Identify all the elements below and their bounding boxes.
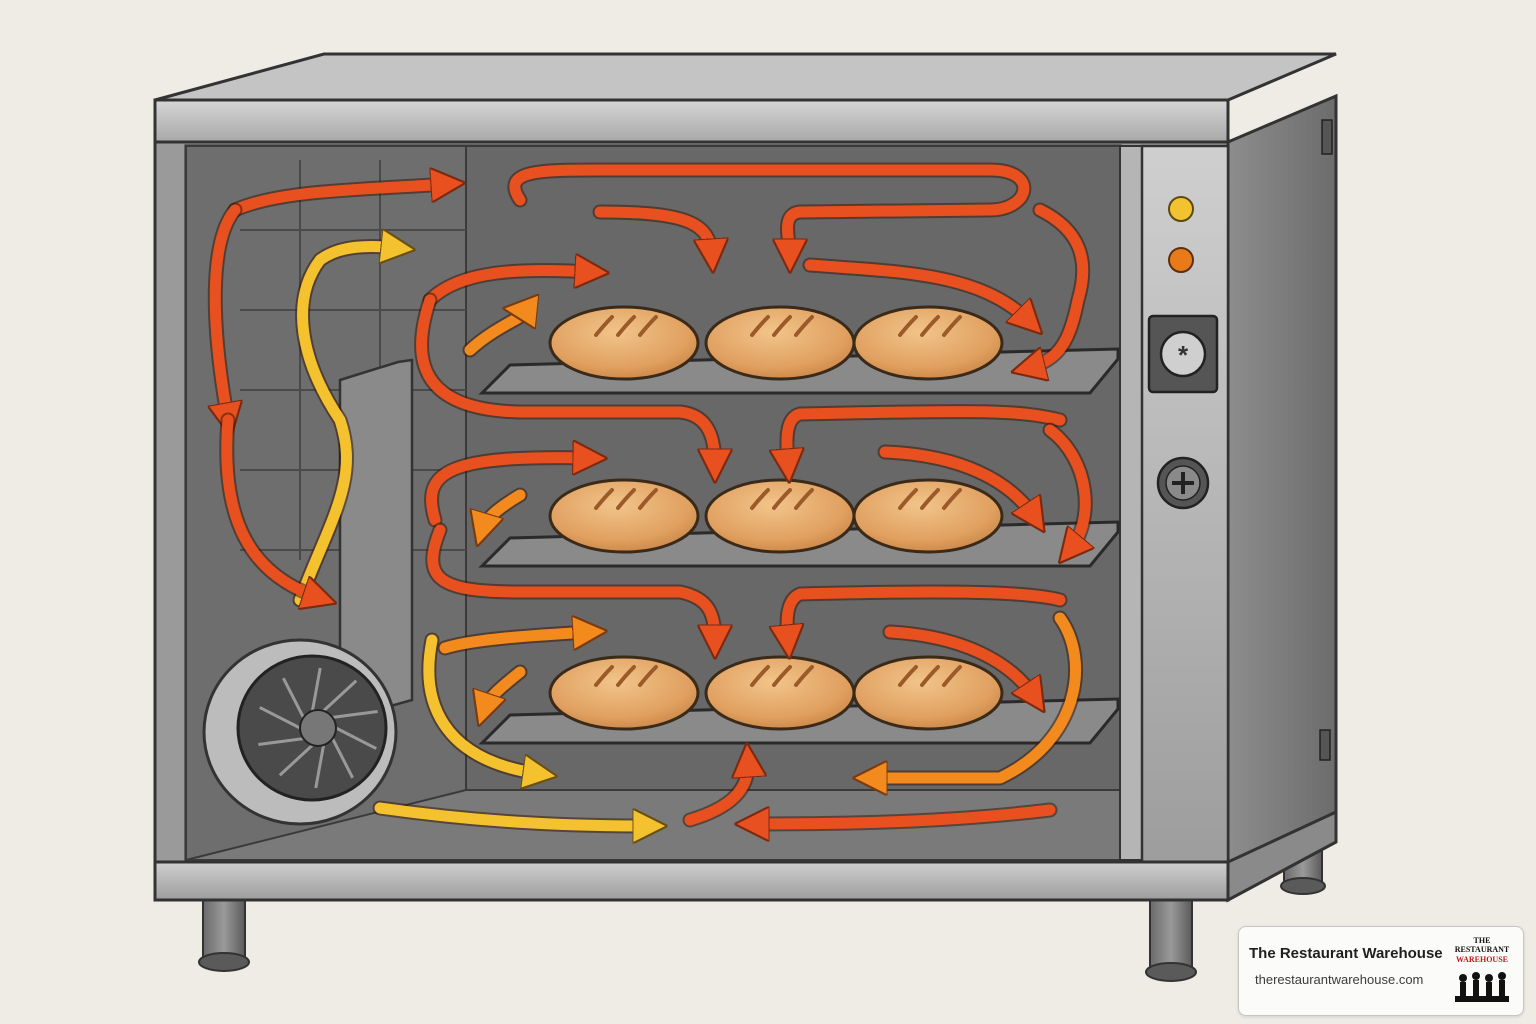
logo-people-icon (1455, 968, 1509, 1002)
logo-line-1: THE (1451, 937, 1513, 945)
bread-loaf (706, 657, 854, 729)
bread-loaf (550, 480, 698, 552)
bread-loaf (854, 307, 1002, 379)
fan-switch-icon[interactable]: * (1149, 316, 1217, 392)
bread-loaf (550, 307, 698, 379)
indicator-light-yellow (1169, 197, 1193, 221)
bread-loaf (706, 307, 854, 379)
oven-base (155, 862, 1228, 900)
power-knob-icon[interactable] (1158, 458, 1208, 508)
oven-top (155, 54, 1336, 100)
logo-line-2: RESTAURANT (1451, 946, 1513, 954)
bread-loaf (854, 657, 1002, 729)
svg-text:*: * (1178, 340, 1189, 370)
oven-side-panel (1228, 96, 1336, 900)
brand-url[interactable]: therestaurantwarehouse.com (1255, 972, 1423, 987)
bread-loaf (706, 480, 854, 552)
bread-loaf (854, 480, 1002, 552)
bread-loaf (550, 657, 698, 729)
convection-fan-icon (204, 640, 396, 824)
brand-logo: THE RESTAURANT WAREHOUSE (1451, 935, 1513, 1007)
brand-badge: The Restaurant Warehouse therestaurantwa… (1238, 926, 1524, 1016)
indicator-light-orange (1169, 248, 1193, 272)
brand-name: The Restaurant Warehouse (1249, 945, 1443, 962)
logo-line-3: WAREHOUSE (1451, 956, 1513, 964)
